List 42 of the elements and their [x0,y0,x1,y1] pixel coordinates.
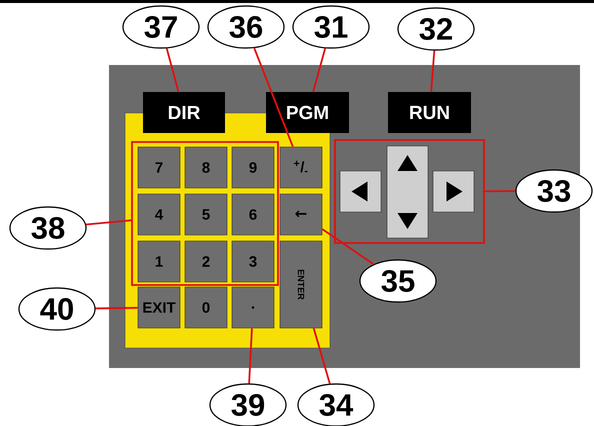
keypad-key: 1 [138,240,180,282]
leader-line [430,50,436,92]
leader-line [322,228,374,266]
key-label: RUN [388,92,471,133]
callout-number: 36 [207,5,285,49]
keypad-key: 8 [184,146,228,188]
keypad-key: 0 [184,286,228,328]
callout-number: 40 [18,287,96,331]
highlight-frame [334,139,485,244]
callout-number: 35 [359,259,437,303]
keypad-key: 7 [138,146,180,188]
keypad-key: 2 [184,240,228,282]
arrow-key [386,146,428,238]
callout-number: 31 [292,5,370,49]
keypad-key: 3 [232,240,274,282]
keypad-key: $^{+}$/$_{-}$ [280,146,322,188]
leader-line [312,48,326,92]
keypad-key: 5 [184,194,228,236]
key-label: DIR [143,92,225,133]
keypad-key: 4 [138,194,180,236]
callout-number: 34 [297,383,375,426]
keypad-key: EXIT [138,286,180,328]
leader-line [96,306,138,310]
arrow-key [432,170,474,212]
key-label: PGM [266,92,349,133]
callout-number: 39 [209,383,287,426]
callout-number: 32 [397,7,475,51]
leader-line [484,190,516,192]
keypad-key: ← [280,194,322,236]
leader-line [248,328,253,384]
enter-key: ENTER [280,240,322,328]
callout-number: 37 [122,5,200,49]
arrow-key [340,170,382,212]
callout-number: 33 [515,169,593,213]
keypad-key: . [232,286,274,328]
leader-line [86,219,132,226]
leader-line [253,48,294,148]
keypad-key: 6 [232,194,274,236]
keypad-key: 9 [232,146,274,188]
leader-line [166,48,180,92]
highlight-frame [131,141,279,286]
callout-number: 38 [9,206,87,250]
